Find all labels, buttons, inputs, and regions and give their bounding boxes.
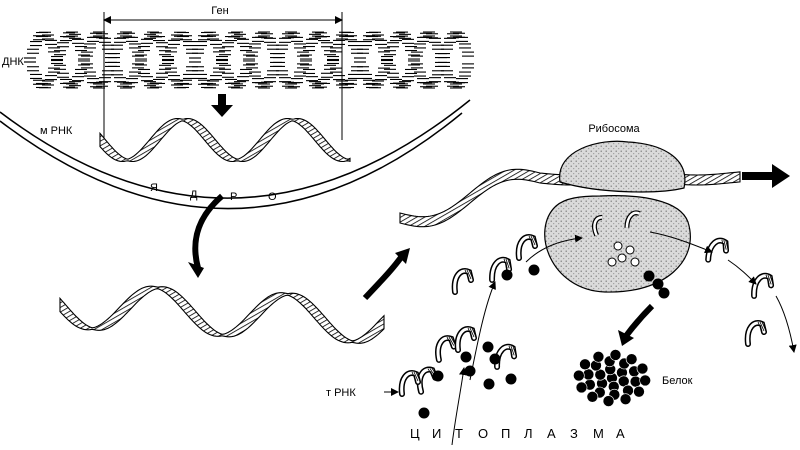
mrna-ribbon-ribosome bbox=[399, 168, 741, 228]
amino-acid bbox=[432, 370, 444, 382]
mrna-label: м РНК bbox=[40, 125, 73, 137]
amino-acid bbox=[501, 269, 513, 281]
polypeptide-chain bbox=[643, 270, 670, 299]
trna-label: т РНК bbox=[326, 387, 356, 399]
amino-acid bbox=[489, 353, 501, 365]
cytoplasm-letter: З bbox=[570, 426, 578, 441]
trna bbox=[435, 335, 457, 363]
cytoplasm-letter: М bbox=[593, 426, 604, 441]
amino-acid-bead bbox=[613, 241, 623, 251]
ribosome-label: Рибосома bbox=[588, 123, 640, 135]
export-arrow bbox=[188, 193, 224, 278]
to-ribosome-arrow bbox=[362, 248, 410, 301]
cytoplasm-letter: А bbox=[547, 426, 556, 441]
nucleus-letter: О bbox=[268, 191, 277, 203]
nucleus-letters: Я Д Р О bbox=[150, 182, 277, 203]
cytoplasm-letter: А bbox=[616, 426, 625, 441]
protein-label: Белок bbox=[662, 375, 693, 387]
trna-docked bbox=[592, 214, 603, 237]
nuclear-membrane bbox=[0, 99, 471, 210]
mrna-exit-arrow bbox=[742, 164, 790, 188]
transcription-arrow bbox=[211, 94, 233, 117]
gene-bracket bbox=[103, 12, 343, 140]
cytoplasm-letter: Л bbox=[524, 426, 533, 441]
trna bbox=[454, 326, 477, 353]
amino-acid bbox=[483, 378, 495, 390]
trna bbox=[451, 268, 474, 295]
free-amino-acids bbox=[418, 264, 540, 419]
amino-acid bbox=[464, 365, 476, 377]
amino-acid-bead bbox=[607, 257, 617, 267]
trna-docked bbox=[624, 210, 641, 228]
ribosome-large-subunit bbox=[559, 140, 686, 193]
amino-acid bbox=[460, 351, 472, 363]
trna bbox=[744, 320, 767, 347]
trna bbox=[751, 272, 775, 299]
amino-acid-bead bbox=[617, 253, 627, 263]
cytoplasm-letter: О bbox=[478, 426, 488, 441]
amino-acid bbox=[505, 373, 517, 385]
cytoplasm-letter: Т bbox=[455, 426, 463, 441]
gene-label: Ген bbox=[211, 5, 228, 17]
nucleus-letter: Я bbox=[150, 182, 158, 194]
docked-trnas bbox=[592, 210, 641, 267]
cytoplasm-label: Ц И Т О П Л А З М А bbox=[410, 426, 625, 441]
trna bbox=[515, 234, 538, 261]
trna bbox=[705, 237, 730, 263]
nucleus-letter: Р bbox=[230, 191, 237, 203]
amino-acid bbox=[482, 341, 494, 353]
dna-label: ДНК bbox=[2, 56, 24, 68]
ribosome bbox=[544, 140, 691, 293]
cytoplasm-letter: Ц bbox=[410, 426, 420, 441]
mrna-ribbon-cytoplasm bbox=[59, 285, 385, 344]
trna bbox=[398, 370, 421, 397]
nucleus-letter: Д bbox=[190, 189, 198, 201]
cytoplasm-letter: П bbox=[501, 426, 510, 441]
dna-double-helix bbox=[24, 31, 474, 89]
cytoplasm-letter: И bbox=[432, 426, 441, 441]
free-trnas bbox=[398, 234, 775, 397]
protein-cluster bbox=[573, 349, 651, 407]
transport-arrows bbox=[384, 231, 797, 446]
amino-acid-bead bbox=[625, 245, 635, 255]
amino-acid-bead bbox=[630, 257, 640, 267]
trna bbox=[489, 256, 513, 283]
amino-acid bbox=[528, 264, 540, 276]
to-protein-arrow bbox=[618, 303, 655, 346]
mrna-ribbon-nucleus bbox=[99, 117, 351, 163]
amino-acid bbox=[418, 407, 430, 419]
